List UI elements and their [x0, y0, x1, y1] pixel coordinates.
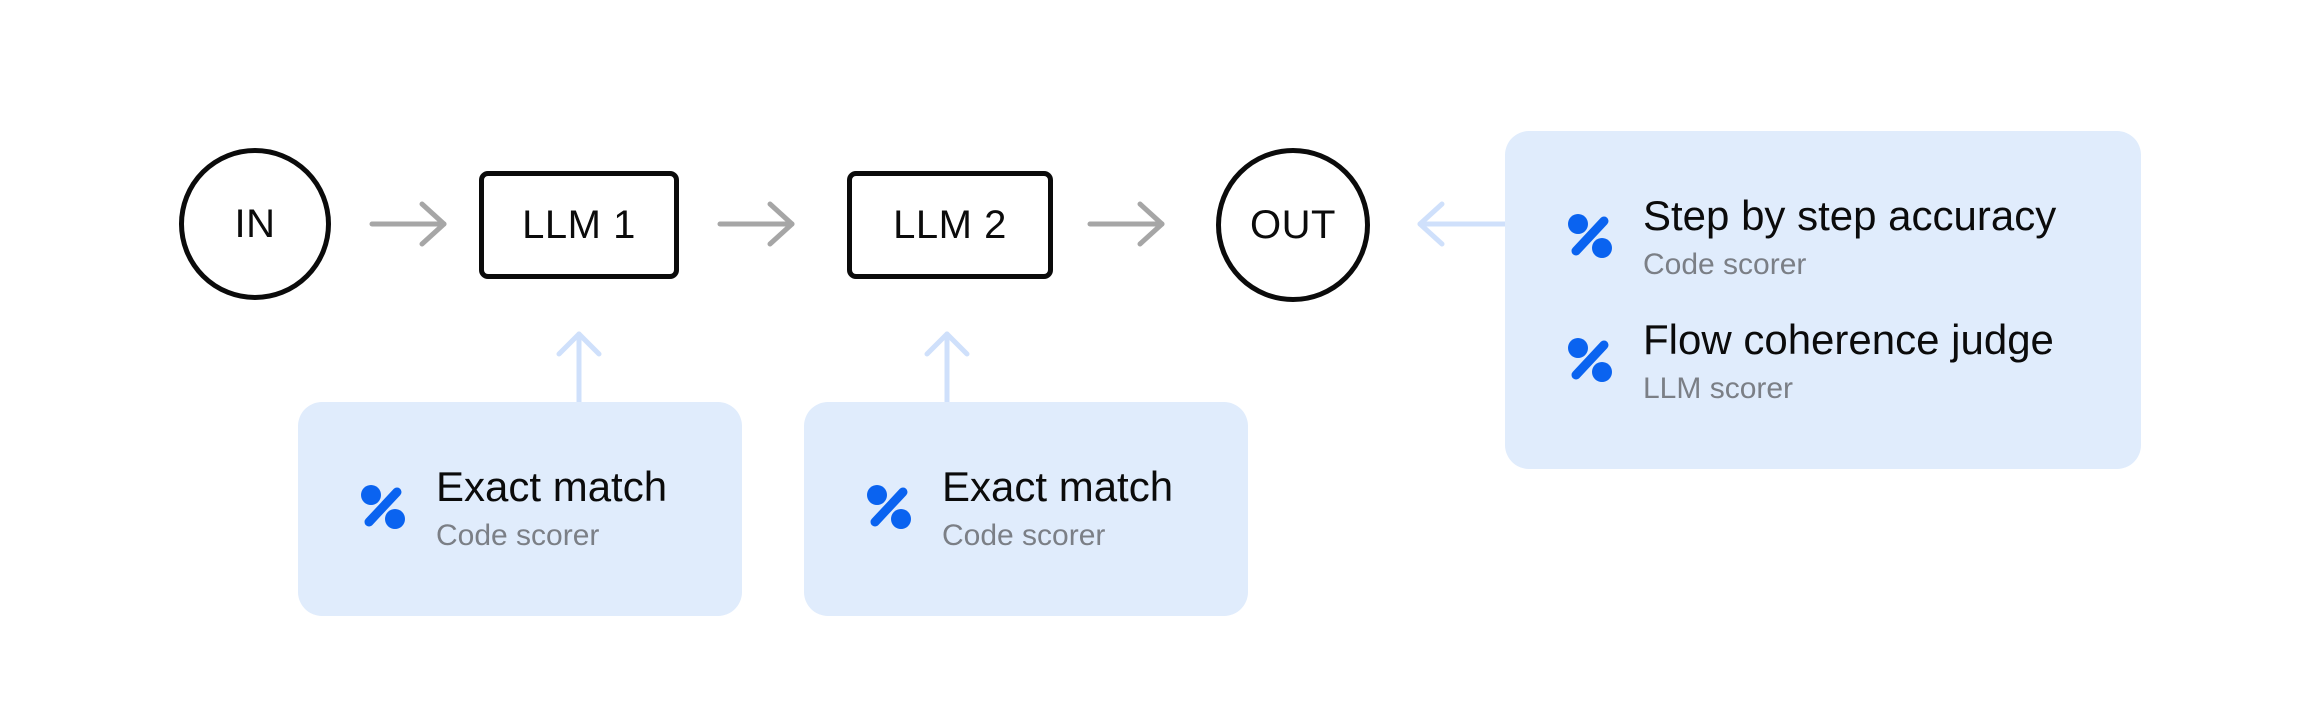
percent-icon — [1568, 214, 1612, 258]
llm1-node: LLM 1 — [479, 171, 679, 279]
scorer-title: Step by step accuracy — [1643, 192, 2057, 239]
llm2-node: LLM 2 — [847, 171, 1053, 279]
percent-icon — [867, 485, 911, 529]
scorer-title: Exact match — [436, 463, 668, 510]
scorer-type: Code scorer — [942, 519, 1106, 552]
output-scorer-card: Step by step accuracy Code scorer Flow c… — [1505, 131, 2141, 469]
output-node: OUT — [1216, 148, 1370, 302]
percent-icon — [1568, 338, 1612, 382]
llm2-scorer-card: Exact match Code scorer — [804, 402, 1248, 616]
llm1-node-label: LLM 1 — [522, 202, 636, 247]
scorer-type: Code scorer — [436, 519, 600, 552]
llm2-node-label: LLM 2 — [893, 202, 1007, 247]
scorer-title: Exact match — [942, 463, 1174, 510]
scorer-type: Code scorer — [1643, 248, 1807, 281]
arrow-scorer-to-out — [1417, 201, 1508, 247]
scorer-item: Flow coherence judge LLM scorer — [1567, 315, 2054, 409]
input-node: IN — [179, 148, 331, 300]
arrow-in-to-llm1 — [369, 201, 447, 247]
arrow-scorer-to-llm2 — [924, 331, 970, 405]
scorer-type: LLM scorer — [1643, 372, 1794, 405]
arrow-llm1-to-llm2 — [717, 201, 795, 247]
arrow-llm2-to-out — [1087, 201, 1165, 247]
arrow-scorer-to-llm1 — [556, 331, 602, 405]
llm1-scorer-card: Exact match Code scorer — [298, 402, 742, 616]
scorer-item: Step by step accuracy Code scorer — [1567, 191, 2056, 285]
percent-icon — [361, 485, 405, 529]
scorer-item: Exact match Code scorer — [866, 462, 1173, 556]
output-node-label: OUT — [1250, 202, 1336, 247]
scorer-title: Flow coherence judge — [1643, 316, 2054, 363]
input-node-label: IN — [234, 201, 276, 246]
scorer-item: Exact match Code scorer — [360, 462, 667, 556]
